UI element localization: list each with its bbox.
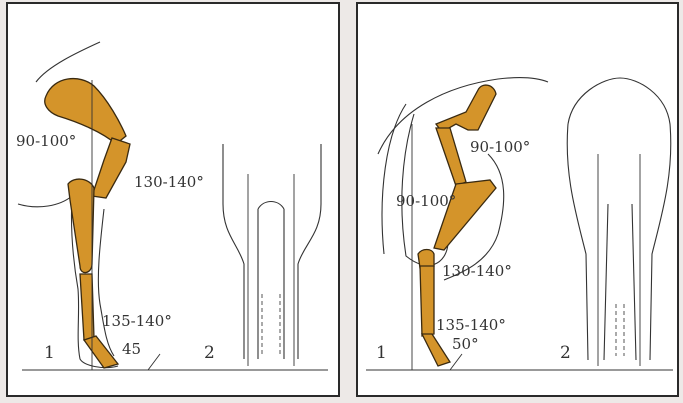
angle-fetlock-hind: 135-140° xyxy=(436,316,506,334)
rear-view-bones-hind xyxy=(616,304,624,356)
femur-bone xyxy=(436,128,466,186)
pastern-bone-hind xyxy=(422,334,450,366)
angle-stifle: 90-100° xyxy=(396,192,456,210)
angle-hip: 90-100° xyxy=(470,138,530,156)
foreleg-figure: 90-100° 130-140° 135-140° 45 1 2 xyxy=(8,4,340,397)
rear-view-legs xyxy=(223,144,321,359)
humerus-bone xyxy=(92,138,130,198)
rear-view-number: 2 xyxy=(204,343,215,363)
leg-outline-back xyxy=(98,209,114,356)
angle-shoulder: 90-100° xyxy=(16,132,76,150)
hindleg-panel: 90-100° 90-100° 130-140° 135-140° 50° 1 … xyxy=(356,2,679,397)
rear-view-number-hind: 2 xyxy=(560,343,571,363)
angle-hoof-hind: 50° xyxy=(452,335,479,353)
rear-view-hindquarters xyxy=(567,78,671,360)
rear-view-bones xyxy=(262,294,280,354)
foreleg-panel: 90-100° 130-140° 135-140° 45 1 2 xyxy=(6,2,340,397)
side-view-number: 1 xyxy=(44,343,55,363)
angle-hock: 130-140° xyxy=(442,262,512,280)
side-view-number-hind: 1 xyxy=(376,343,387,363)
pastern-bone xyxy=(84,336,118,368)
angle-fetlock: 135-140° xyxy=(102,312,172,330)
hoof-angle-line xyxy=(148,354,160,370)
hoof-angle-line-hind xyxy=(450,354,462,370)
pelvis-bone xyxy=(436,85,496,132)
hindleg-figure: 90-100° 90-100° 130-140° 135-140° 50° 1 … xyxy=(358,4,679,397)
angle-elbow: 130-140° xyxy=(134,173,204,191)
hock-bone xyxy=(418,250,434,269)
tibia-bone xyxy=(434,180,496,250)
cannon-bone-hind xyxy=(420,266,434,336)
angle-hoof: 45 xyxy=(122,340,141,358)
